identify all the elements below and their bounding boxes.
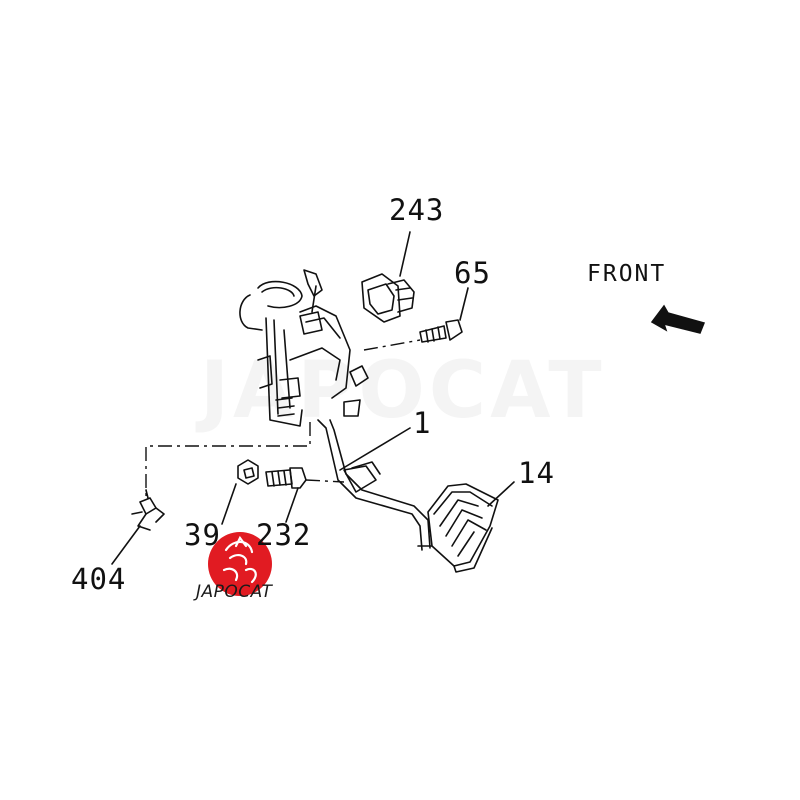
pedal-pad	[427, 483, 499, 573]
pedal-arm	[317, 419, 433, 551]
pedal-bracket	[239, 269, 369, 427]
front-label: FRONT	[587, 261, 667, 287]
label-part-39: 39	[184, 518, 221, 552]
bolt-part	[419, 319, 463, 343]
dash-dot-lines	[145, 339, 421, 498]
label-part-243: 243	[389, 193, 445, 227]
japocat-logo-icon	[208, 532, 272, 596]
clip-part	[131, 489, 165, 531]
switch-part	[361, 273, 415, 323]
label-part-65: 65	[454, 256, 491, 290]
label-part-14: 14	[518, 456, 555, 490]
nut-part	[237, 459, 259, 485]
watermark: JAPOCAT	[200, 346, 606, 436]
front-arrow-icon	[650, 304, 706, 334]
label-part-1: 1	[413, 406, 432, 440]
leader-lines	[111, 231, 515, 565]
bolt-232-part	[265, 467, 307, 489]
label-part-404: 404	[71, 562, 127, 596]
label-part-232: 232	[256, 518, 312, 552]
logo-text: JAPOCAT	[196, 582, 273, 602]
